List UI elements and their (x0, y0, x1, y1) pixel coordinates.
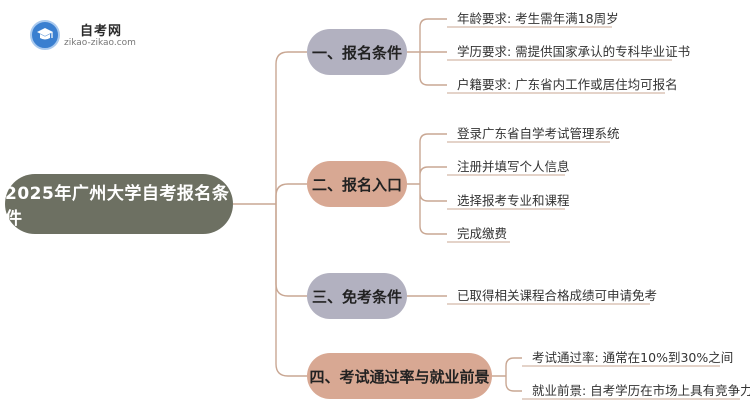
leaf-item: 已取得相关课程合格成绩可申请免考 (457, 288, 658, 303)
branch-node-3: 三、免考条件 (307, 273, 407, 319)
leaf-item: 就业前景: 自考学历在市场上具有竞争力 (532, 383, 750, 398)
leaf-item: 学历要求: 需提供国家承认的专科毕业证书 (457, 44, 691, 59)
root-node: 2025年广州大学自考报名条件 (5, 174, 233, 234)
branch-node-2: 二、报名入口 (307, 161, 407, 207)
leaf-item: 登录广东省自学考试管理系统 (457, 126, 620, 141)
branch-4-leaf-connector (492, 357, 522, 392)
branch-1-connector (275, 51, 307, 204)
leaf-item: 考试通过率: 通常在10%到30%之间 (532, 350, 734, 365)
graduation-cap-icon (30, 20, 60, 50)
logo-name: 自考网 (80, 24, 123, 39)
branch-2-connector (275, 183, 307, 204)
branch-2-leaf-connector (407, 133, 447, 235)
branch-3-connector (275, 204, 307, 297)
leaf-item: 户籍要求: 广东省内工作或居住均可报名 (457, 77, 678, 92)
leaf-item: 年龄要求: 考生需年满18周岁 (457, 11, 619, 26)
branch-1-leaf-connector (407, 18, 447, 86)
branch-node-1: 一、报名条件 (307, 29, 407, 75)
branch-node-4: 四、考试通过率与就业前景 (307, 353, 492, 399)
leaf-item: 选择报考专业和课程 (457, 193, 570, 208)
leaf-item: 注册并填写个人信息 (457, 159, 570, 174)
branch-4-connector (275, 204, 307, 377)
logo-url: zikao-zikao.com (64, 38, 136, 48)
site-logo[interactable]: 自考网 zikao-zikao.com (30, 18, 150, 52)
leaf-item: 完成缴费 (457, 226, 508, 241)
